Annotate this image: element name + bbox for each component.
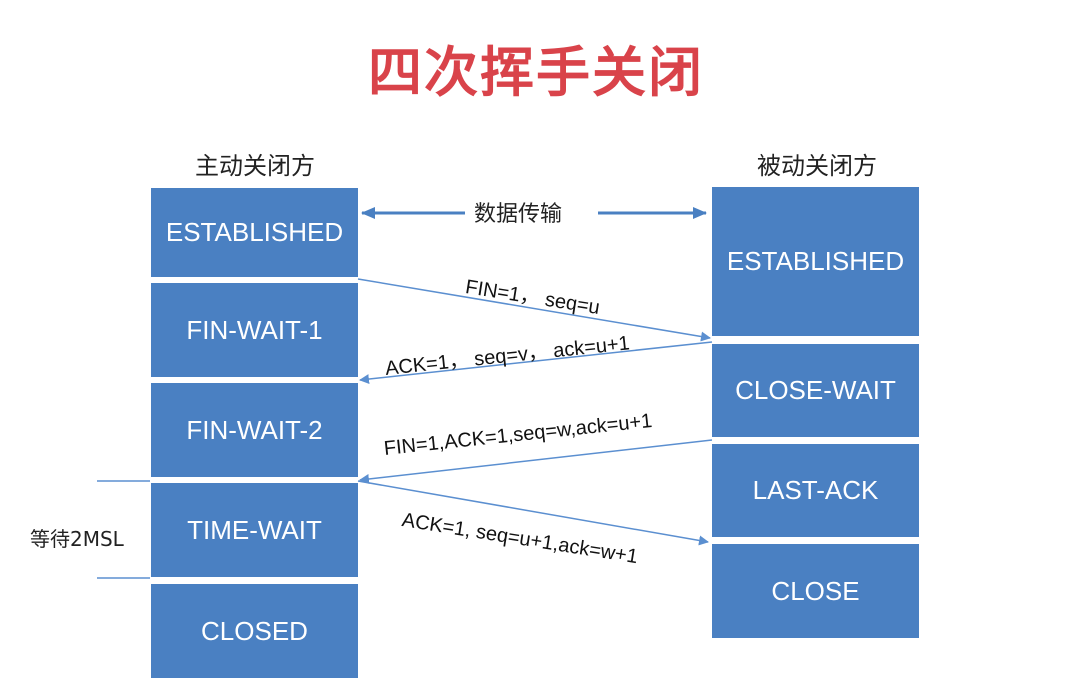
ack1-arrow [359, 341, 713, 385]
ack2-arrow [357, 480, 709, 546]
left-state-time-wait: TIME-WAIT [151, 483, 358, 577]
left-state-fin-wait-2: FIN-WAIT-2 [151, 383, 358, 477]
fin1-arrow [357, 278, 711, 342]
right-state-close-wait: CLOSE-WAIT [712, 344, 919, 437]
fin2-arrow [359, 439, 713, 484]
data-transfer-label: 数据传输 [470, 196, 567, 228]
right-state-last-ack: LAST-ACK [712, 444, 919, 537]
wait-2msl-label: 等待2MSL [30, 527, 124, 551]
left-state-closed: CLOSED [151, 584, 358, 678]
right-state-established: ESTABLISHED [712, 187, 919, 336]
passive-closer-header: 被动关闭方 [757, 152, 877, 180]
left-state-fin-wait-1: FIN-WAIT-1 [151, 283, 358, 377]
right-state-close: CLOSE [712, 544, 919, 638]
left-state-established: ESTABLISHED [151, 188, 358, 277]
page-title: 四次挥手关闭 [368, 41, 704, 104]
active-closer-header: 主动关闭方 [195, 152, 315, 180]
